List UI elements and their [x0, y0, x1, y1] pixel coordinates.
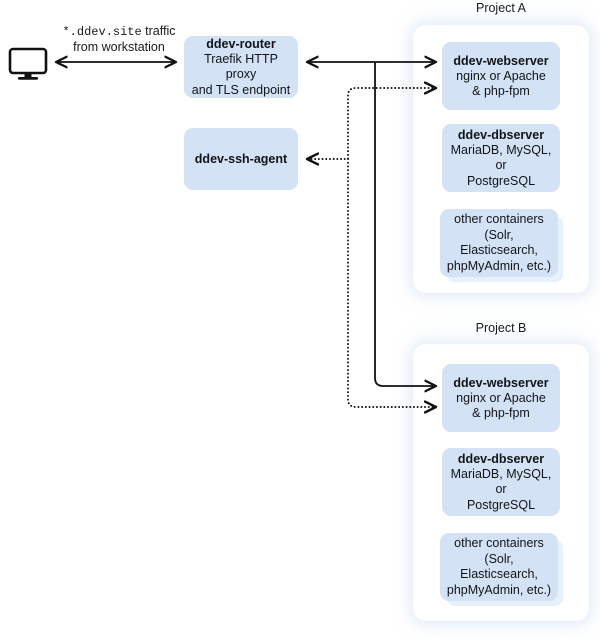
- a-other-desc-line3: phpMyAdmin, etc.): [446, 258, 552, 273]
- b-webserver-desc-line1: nginx or Apache: [456, 390, 546, 405]
- b-other-desc-line1: other containers: [454, 536, 544, 550]
- a-dbserver-title: ddev-dbserver: [457, 127, 545, 142]
- ddev-ssh-agent-title: ddev-ssh-agent: [194, 152, 288, 166]
- service-box-a-dbserver[interactable]: ddev-dbserver MariaDB, MySQL, or Postgre…: [442, 124, 560, 192]
- a-webserver-desc-line2: & php-fpm: [472, 84, 530, 98]
- a-webserver-desc-line1: nginx or Apache: [456, 68, 546, 83]
- b-dbserver-desc-line2: PostgreSQL: [466, 497, 536, 512]
- b-webserver-title: ddev-webserver: [453, 375, 549, 390]
- edge-caption-domain: *.ddev.site: [62, 25, 142, 39]
- project-label-b: Project B: [475, 321, 527, 335]
- a-other-desc-line2: (Solr, Elasticsearch,: [460, 227, 538, 258]
- service-box-b-dbserver[interactable]: ddev-dbserver MariaDB, MySQL, or Postgre…: [442, 448, 560, 516]
- ddev-router-desc-line2: and TLS endpoint: [191, 82, 291, 97]
- service-box-b-other-containers[interactable]: other containers (Solr, Elasticsearch, p…: [440, 533, 558, 601]
- b-other-desc-line3: phpMyAdmin, etc.): [446, 582, 552, 597]
- edge-caption-line2: from workstation: [73, 40, 165, 54]
- b-dbserver-desc-line1: MariaDB, MySQL, or: [450, 466, 552, 497]
- service-box-a-webserver[interactable]: ddev-webserver nginx or Apache & php-fpm: [442, 42, 560, 110]
- a-dbserver-desc-line2: PostgreSQL: [466, 173, 536, 188]
- a-dbserver-desc-line1: MariaDB, MySQL, or: [450, 142, 552, 173]
- edge-caption-line1: *.ddev.site traffic: [44, 24, 194, 40]
- project-label-a: Project A: [475, 1, 527, 15]
- b-other-desc-line2: (Solr, Elasticsearch,: [460, 551, 538, 582]
- a-other-desc-line1: other containers: [454, 212, 544, 226]
- service-box-b-webserver[interactable]: ddev-webserver nginx or Apache & php-fpm: [442, 364, 560, 432]
- service-box-ddev-ssh-agent[interactable]: ddev-ssh-agent: [184, 128, 298, 190]
- a-webserver-title: ddev-webserver: [453, 53, 549, 68]
- service-box-a-other-containers[interactable]: other containers (Solr, Elasticsearch, p…: [440, 209, 558, 277]
- edge-caption-traffic: traffic: [141, 24, 176, 38]
- ddev-router-title: ddev-router: [206, 36, 276, 51]
- b-dbserver-title: ddev-dbserver: [457, 451, 545, 466]
- service-box-ddev-router[interactable]: ddev-router Traefik HTTP proxy and TLS e…: [184, 36, 298, 98]
- b-webserver-desc-line2: & php-fpm: [472, 406, 530, 420]
- edge-caption-workstation-router: *.ddev.site traffic from workstation: [44, 24, 194, 55]
- ddev-router-desc-line1: Traefik HTTP proxy: [204, 51, 278, 82]
- workstation-monitor-icon: [8, 46, 48, 82]
